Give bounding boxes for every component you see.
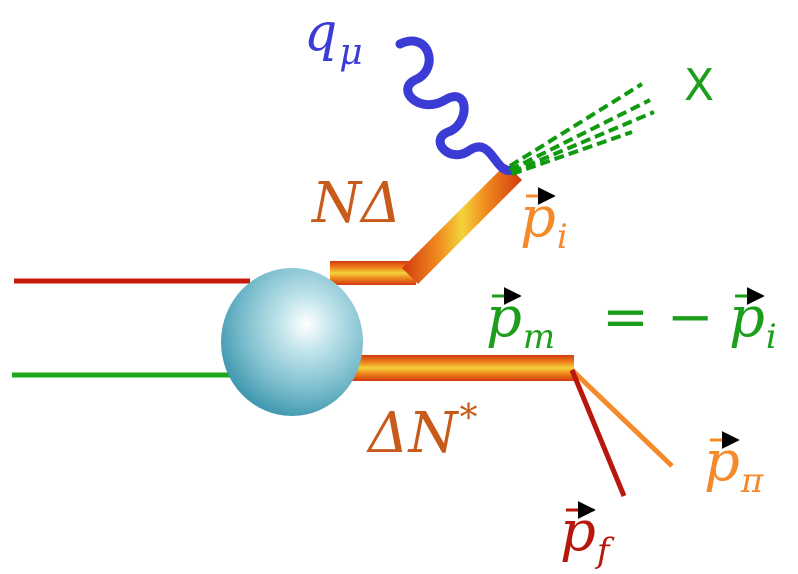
delta-nstar-label: ΔN*: [366, 398, 477, 466]
svg-text:pf: pf: [560, 499, 615, 571]
delta-nstar-bar: [330, 355, 574, 381]
x-label: X: [684, 60, 714, 111]
p-i-label: pi: [520, 185, 568, 257]
n-delta-bar-horizontal: [330, 261, 416, 285]
p-pi-label: pπ: [704, 429, 764, 501]
photon-line: [400, 41, 512, 170]
p-m-label: pm = − pi: [486, 285, 777, 357]
svg-text:pm: pm: [486, 285, 555, 357]
p-pi-line: [572, 370, 672, 466]
p-f-line: [572, 370, 624, 496]
svg-text:pπ: pπ: [704, 429, 764, 501]
p-m-equals: = −: [602, 285, 714, 350]
n-delta-label: NΔ: [310, 171, 401, 236]
p-f-label: pf: [560, 499, 615, 571]
photon-label: qμ: [304, 3, 363, 73]
interaction-blob: [221, 268, 363, 416]
svg-text:pi: pi: [520, 185, 568, 257]
n-delta-bar-diagonal: [402, 164, 522, 284]
x-dashes: [510, 84, 654, 174]
svg-text:pi: pi: [729, 285, 777, 357]
